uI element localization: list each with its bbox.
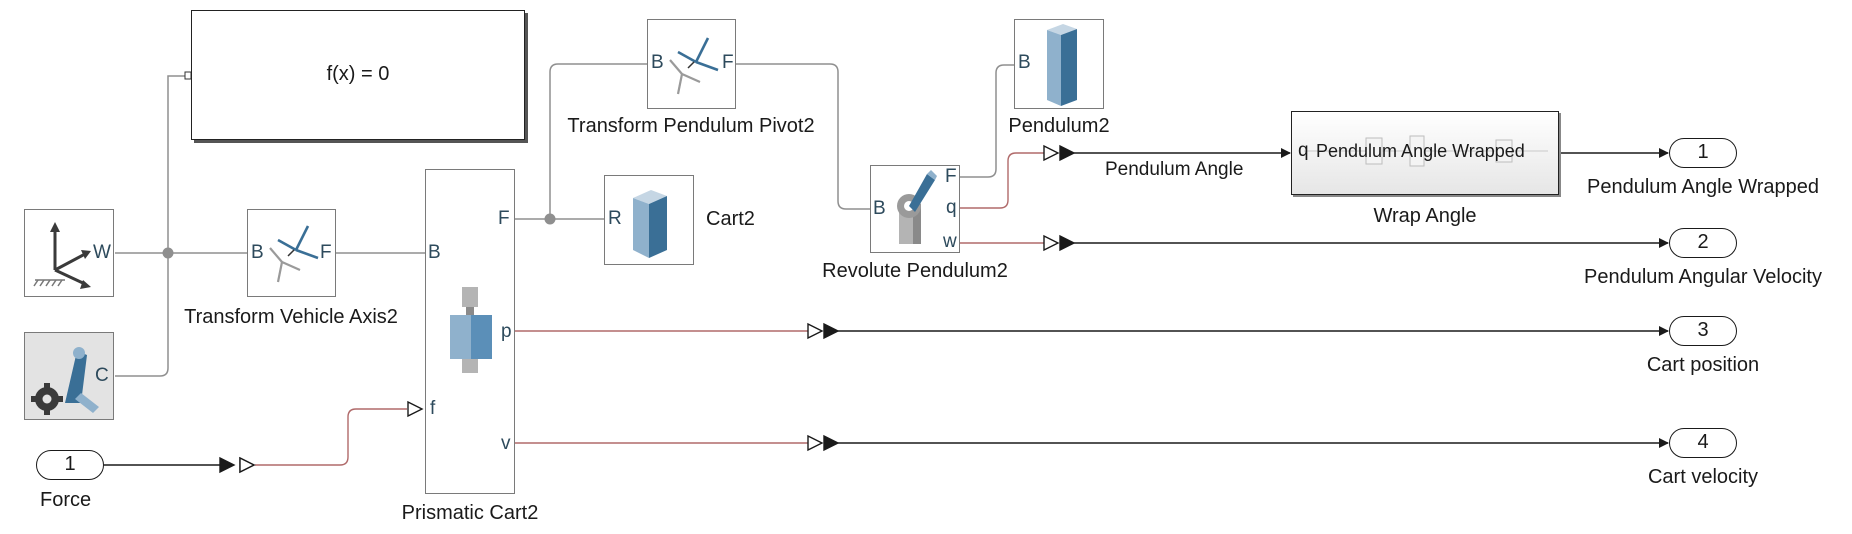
world-frame-icon [33,222,91,289]
world-frame-block[interactable]: W [24,209,114,297]
world-port-w: W [93,242,111,263]
constraint-block[interactable]: f(x) = 0 [191,10,525,140]
tva-port-f: F [320,242,332,263]
signal-label-pendulum-angle: Pendulum Angle [1105,159,1244,180]
robot-arm-gear-icon [31,347,99,415]
prismatic-joint-name: Prismatic Cart2 [401,502,539,524]
conn-branch-to-pivot [549,63,647,219]
inport-force[interactable]: 1 [36,450,104,480]
conn-branch-to-config [115,253,169,377]
prismatic-port-b: B [428,242,441,263]
subsystem-preview [1304,135,1548,167]
transform-vehicle-axis-name: Transform Vehicle Axis2 [184,306,398,328]
junction-cart [544,213,556,225]
rigid-transform-icon [269,225,319,283]
outport-4-label: Cart velocity [1647,466,1759,488]
pendulum-solid-block[interactable]: B [1014,19,1104,109]
constraint-label: f(x) = 0 [326,63,390,85]
revolute-port-q: q [946,197,957,218]
prismatic-port-v: v [501,433,511,454]
prismatic-port-p: p [501,321,512,342]
outport-3[interactable]: 3 [1669,316,1737,346]
prismatic-port-f-input: f [430,398,436,419]
cart-solid-name: Cart2 [706,208,755,230]
revolute-port-w: w [943,231,957,252]
conn-revolute-q-out [960,152,1044,209]
prismatic-joint-icon [450,287,492,373]
pendulum-port-b: B [1018,52,1031,73]
pivot-port-f: F [722,52,734,73]
pivot-port-b: B [651,52,664,73]
prismatic-joint-block[interactable]: B F p f v [425,169,515,494]
wrap-angle-name: Wrap Angle [1373,205,1477,227]
converter-w [1043,234,1060,252]
conn-revolute-to-pendulum [960,64,1014,178]
rigid-transform-icon [669,37,719,95]
revolute-joint-name: Revolute Pendulum2 [822,260,1008,282]
prismatic-port-f: F [498,208,510,229]
revolute-joint-block[interactable]: B F q w [870,165,960,253]
solid-brick-icon [633,190,667,258]
revolute-port-b: B [873,198,886,219]
pendulum-solid-name: Pendulum2 [1008,115,1110,137]
outport-1[interactable]: 1 [1669,138,1737,168]
outport-3-label: Cart position [1646,354,1760,376]
revolute-joint-icon [897,170,937,244]
converter-q [1043,144,1060,162]
outport-4[interactable]: 4 [1669,428,1737,458]
transform-pendulum-pivot-name: Transform Pendulum Pivot2 [567,115,815,137]
wrap-port-q: q [1298,140,1309,161]
outport-1-label: Pendulum Angle Wrapped [1586,176,1820,198]
mechanism-config-block[interactable]: C [24,332,114,420]
conn-pivot-to-revolute [735,63,872,210]
cart-solid-block[interactable]: R [604,175,694,265]
conn-branch-to-constraint [167,75,190,253]
tva-port-b: B [251,242,264,263]
wrap-inner-label: Pendulum Angle Wrapped [1316,141,1525,161]
transform-pendulum-pivot-block[interactable]: B F [647,19,736,109]
outport-2[interactable]: 2 [1669,228,1737,258]
junction-world [162,247,174,259]
revolute-port-f: F [945,166,957,187]
outport-2-label: Pendulum Angular Velocity [1584,266,1822,288]
converter-v [807,434,824,452]
converter-p [807,322,824,340]
transform-vehicle-axis-block[interactable]: B F [247,209,336,297]
inport-force-label: Force [40,489,92,511]
config-port-c: C [95,365,109,386]
solid-brick-icon [1047,24,1077,106]
cart-port-r: R [608,208,622,229]
converter-input-f [407,400,424,418]
conn-force-converter-out [255,408,407,466]
wrap-angle-subsystem[interactable]: q Pendulum Angle Wrapped [1291,111,1559,195]
